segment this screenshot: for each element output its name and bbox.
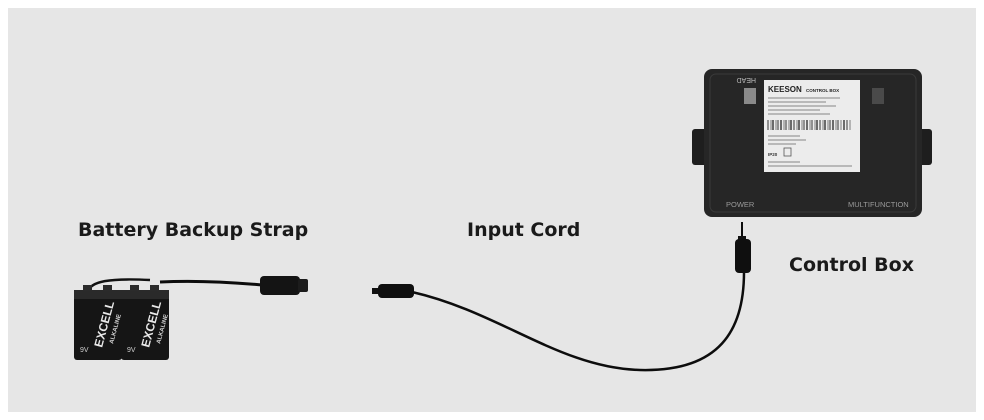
battery-1-voltage: 9V — [80, 347, 89, 354]
input-cord-top-plug — [735, 239, 751, 273]
battery-2-terminal-b — [150, 285, 159, 291]
battery-2-top — [121, 290, 169, 299]
battery-backup-strap-label: Battery Backup Strap — [78, 219, 309, 241]
input-cord-label: Input Cord — [467, 219, 581, 241]
control-box-sticker-lines — [768, 97, 852, 167]
control-box-ip-rating: IP20 — [768, 152, 778, 157]
input-cord-left-plug — [378, 284, 414, 298]
battery-strap-barrel-jack — [260, 276, 300, 295]
control-box-multifunction-label: MULTIFUNCTION — [848, 200, 909, 209]
input-cord-wire — [410, 270, 746, 372]
input-cord-left-tip — [372, 288, 380, 294]
battery-1-terminal-b — [103, 285, 112, 291]
control-box: HEAD KEESON CONTROL BOX — [692, 69, 932, 217]
control-box-edge — [709, 73, 917, 213]
input-cord — [372, 222, 751, 372]
control-box-power-label: POWER — [726, 200, 755, 209]
battery-2-voltage: 9V — [127, 347, 136, 354]
battery-1-terminal-a — [83, 285, 92, 291]
control-box-label: Control Box — [789, 254, 914, 276]
control-box-port-right — [872, 88, 884, 104]
input-cord-top-collar — [738, 236, 746, 240]
control-box-head-text: HEAD — [737, 76, 756, 83]
battery-strap-jack-tip — [298, 279, 308, 292]
control-box-brand: KEESON — [768, 85, 802, 94]
control-box-brand-suffix: CONTROL BOX — [806, 88, 839, 93]
battery-backup-strap: EXCELL ALKALINE 9V EXCELL ALKALINE 9V — [74, 276, 308, 360]
battery-1-body — [74, 290, 122, 360]
battery-2-body — [121, 290, 169, 360]
control-box-port-left — [744, 88, 756, 104]
recycle-bin-icon — [783, 147, 792, 157]
control-box-barcode — [767, 120, 851, 130]
battery-1-top — [74, 290, 122, 299]
battery-2-terminal-a — [130, 285, 139, 291]
battery-strap-wire — [159, 279, 263, 287]
